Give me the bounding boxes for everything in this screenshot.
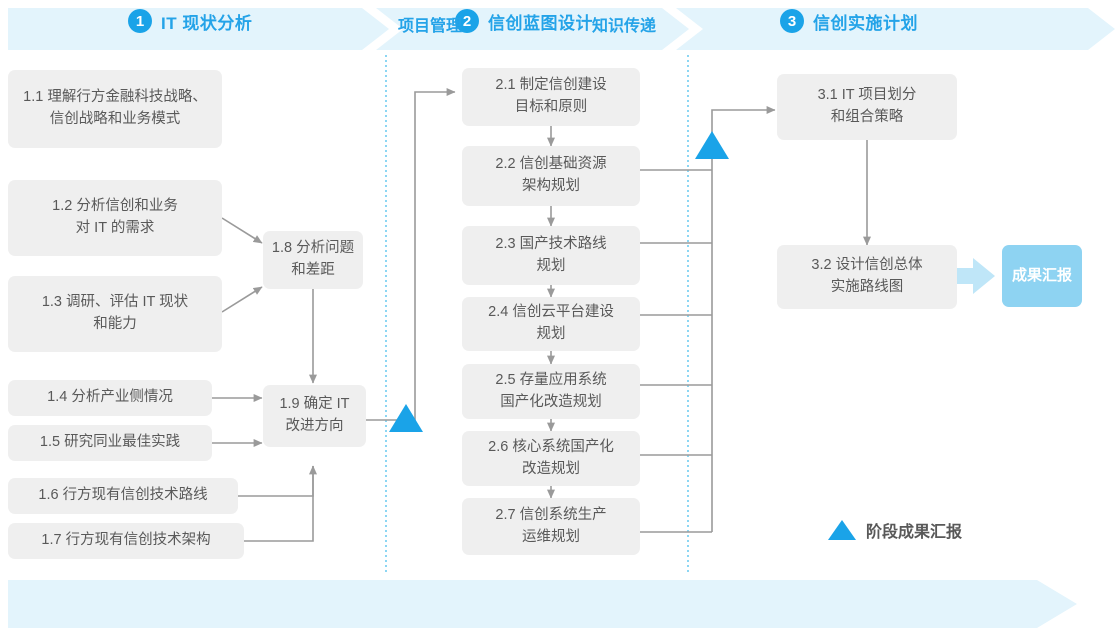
phase-number-1: 1 [128, 9, 152, 33]
node-2-3-line2: 规划 [536, 257, 566, 274]
node-1-2[interactable]: 1.2 分析信创和业务对 IT 的需求 [8, 180, 222, 256]
node-2-3-line1: 2.3 国产技术路线 [495, 235, 607, 252]
node-1-7[interactable]: 1.7 行方现有信创技术架构 [8, 523, 244, 559]
node-2-6-line1: 2.6 核心系统国产化 [488, 438, 614, 455]
phase-title-3: 信创实施计划 [813, 13, 918, 33]
phase-header-band [8, 8, 1115, 50]
node-1-3-line1: 1.3 调研、评估 IT 现状 [41, 294, 189, 311]
phase-header-3[interactable]: 3 信创实施计划 [780, 8, 918, 34]
footer-band [8, 580, 1077, 628]
node-1-5[interactable]: 1.5 研究同业最佳实践 [8, 425, 212, 461]
node-3-1[interactable]: 3.1 IT 项目划分和组合策略 [777, 74, 957, 140]
milestone-triangle-phase1-icon [389, 404, 423, 432]
node-2-4-line1: 2.4 信创云平台建设 [488, 304, 614, 321]
node-1-4[interactable]: 1.4 分析产业侧情况 [8, 380, 212, 416]
node-1-6-line1: 1.6 行方现有信创技术路线 [38, 487, 208, 504]
node-2-7[interactable]: 2.7 信创系统生产运维规划 [462, 498, 640, 555]
node-1-3[interactable]: 1.3 调研、评估 IT 现状和能力 [8, 276, 222, 352]
result-badge[interactable]: 成果汇报 [1002, 245, 1082, 307]
node-1-8[interactable]: 1.8 分析问题和差距 [263, 231, 363, 289]
node-2-7-line1: 2.7 信创系统生产 [495, 506, 607, 523]
node-1-9[interactable]: 1.9 确定 IT 改进方向 [263, 385, 366, 447]
node-1-8-line2: 和差距 [291, 262, 335, 278]
node-3-2-line2: 实施路线图 [830, 279, 904, 295]
node-1-1[interactable]: 1.1 理解行方金融科技战略、信创战略和业务模式 [8, 70, 222, 148]
result-badge-line1: 成果 [1011, 266, 1042, 284]
legend: 阶段成果汇报 [828, 518, 962, 542]
wire-1-2-to-1-8 [221, 217, 263, 244]
footer-label-knowledge-transfer[interactable]: 知识传递 [592, 18, 657, 35]
node-2-2-line2: 架构规划 [522, 178, 580, 194]
node-3-1-line1: 3.1 IT 项目划分 [817, 87, 917, 104]
node-2-1-line2: 目标和原则 [514, 99, 588, 115]
node-2-3[interactable]: 2.3 国产技术路线规划 [462, 226, 640, 285]
node-1-7-line1: 1.7 行方现有信创技术架构 [41, 532, 211, 549]
node-3-1-line2: 和组合策略 [830, 109, 904, 125]
node-1-1-line1: 1.1 理解行方金融科技战略、 [23, 89, 207, 106]
node-2-4-line2: 规划 [536, 326, 566, 342]
wire-1-7-to-1-9 [244, 466, 314, 542]
phase-header-1[interactable]: 1 IT 现状分析 [128, 8, 252, 34]
triangle-up-icon [828, 520, 856, 540]
result-badge-line2: 汇报 [1042, 266, 1073, 284]
footer-label-project-management[interactable]: 项目管理 [398, 18, 463, 35]
node-1-4-line1: 1.4 分析产业侧情况 [47, 389, 173, 406]
phase-number-3: 3 [780, 9, 804, 33]
node-2-1[interactable]: 2.1 制定信创建设目标和原则 [462, 68, 640, 126]
node-1-9-line2: 改进方向 [285, 418, 344, 434]
node-2-2-line1: 2.2 信创基础资源 [495, 156, 607, 173]
wire-1-6-to-1-9 [238, 465, 317, 497]
result-arrow-icon [953, 258, 995, 294]
node-1-3-line2: 和能力 [93, 316, 137, 332]
node-1-2-line1: 1.2 分析信创和业务 [52, 198, 178, 215]
node-2-5[interactable]: 2.5 存量应用系统国产化改造规划 [462, 364, 640, 419]
phase-number-2: 2 [455, 9, 479, 33]
wire-bus-to-3-1 [711, 106, 776, 532]
node-2-6[interactable]: 2.6 核心系统国产化改造规划 [462, 431, 640, 486]
phase-title-1: IT 现状分析 [161, 13, 253, 33]
node-2-7-line2: 运维规划 [522, 528, 580, 545]
node-2-5-line1: 2.5 存量应用系统 [495, 371, 607, 388]
node-1-6[interactable]: 1.6 行方现有信创技术路线 [8, 478, 238, 514]
node-3-2-line1: 3.2 设计信创总体 [811, 257, 923, 274]
node-2-2[interactable]: 2.2 信创基础资源架构规划 [462, 146, 640, 206]
node-3-2[interactable]: 3.2 设计信创总体实施路线图 [777, 245, 957, 309]
node-2-1-line1: 2.1 制定信创建设 [495, 77, 607, 94]
node-1-2-line2: 对 IT 的需求 [75, 220, 155, 236]
node-1-1-line2: 信创战略和业务模式 [49, 111, 181, 127]
phase-title-2: 信创蓝图设计 [488, 13, 593, 33]
node-1-8-line1: 1.8 分析问题 [271, 240, 355, 257]
wire-1-9-to-2-1 [366, 88, 456, 421]
node-2-4[interactable]: 2.4 信创云平台建设规划 [462, 297, 640, 351]
legend-label: 阶段成果汇报 [866, 524, 963, 541]
node-2-6-line2: 改造规划 [522, 460, 580, 477]
node-2-5-line2: 国产化改造规划 [500, 393, 602, 410]
node-1-9-line1: 1.9 确定 IT [279, 396, 350, 413]
wire-1-3-to-1-8 [221, 286, 263, 313]
milestone-triangle-phase2-icon [695, 131, 729, 159]
node-1-5-line1: 1.5 研究同业最佳实践 [39, 434, 181, 451]
phase-header-2[interactable]: 2 信创蓝图设计 [455, 8, 593, 34]
